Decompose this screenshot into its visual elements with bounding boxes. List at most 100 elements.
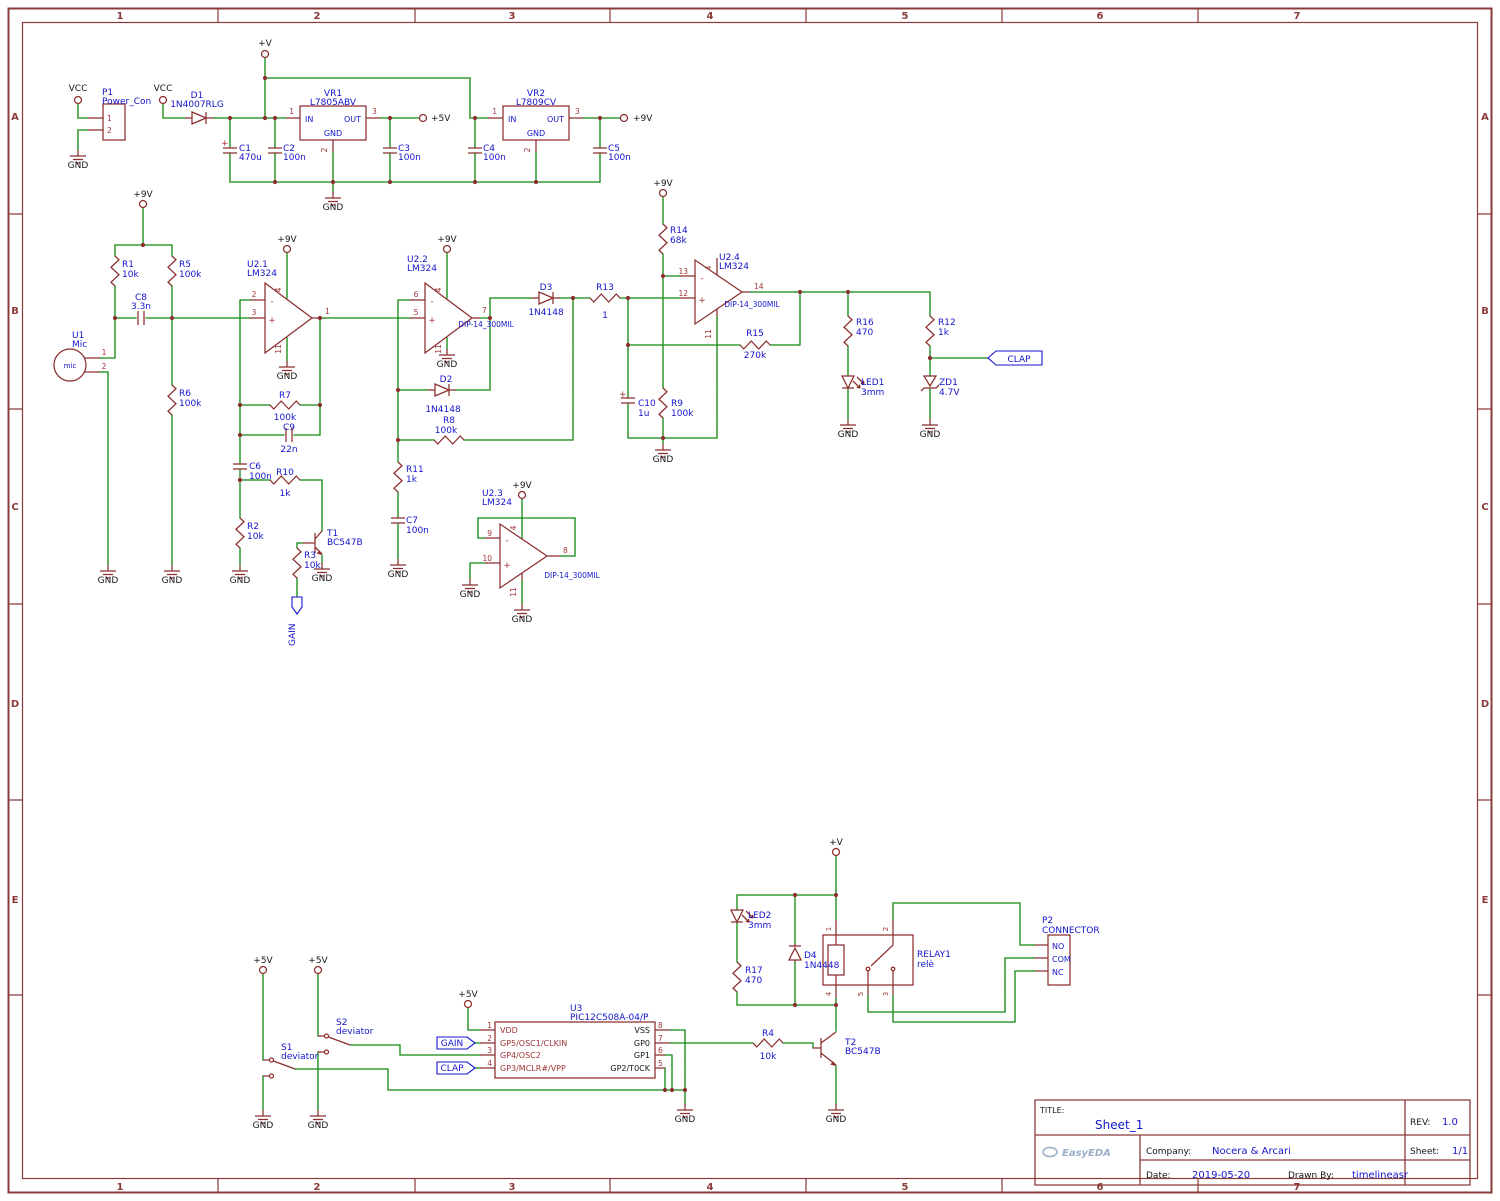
pin-number: 1 bbox=[487, 1021, 492, 1030]
r5-ref: R5 bbox=[179, 260, 191, 270]
frame-row-label: A bbox=[1481, 112, 1489, 123]
c7-value: 100n bbox=[406, 526, 429, 536]
t1-value: BC547B bbox=[327, 538, 363, 548]
net-label-vcc: VCC bbox=[69, 84, 88, 94]
c8-ref: C8 bbox=[135, 293, 147, 303]
p2-pin-no: NO bbox=[1052, 942, 1064, 951]
u1-value: Mic bbox=[72, 340, 87, 350]
u3-pin-name: GP3/MCLR#/VPP bbox=[500, 1064, 566, 1073]
easyeda-logo: EasyEDA bbox=[1062, 1148, 1111, 1159]
frame-col-label: 4 bbox=[707, 11, 714, 22]
pin-number: 1 bbox=[825, 927, 833, 931]
c9-value: 22n bbox=[280, 445, 297, 455]
c5-value: 100n bbox=[608, 153, 631, 163]
sheet-value: 1/1 bbox=[1452, 1146, 1468, 1157]
c1-value: 470u bbox=[239, 153, 262, 163]
pin-number: 8 bbox=[563, 546, 568, 555]
net-label-9v: +9V bbox=[633, 114, 653, 124]
frame-col-label: 5 bbox=[902, 11, 909, 22]
zener-zd1 bbox=[920, 375, 940, 392]
frame-col-label: 7 bbox=[1294, 1182, 1301, 1193]
c10-ref: C10 bbox=[638, 399, 656, 409]
d4-value: 1N4448 bbox=[804, 961, 840, 971]
u3-pin-name: GP4/OSC2 bbox=[500, 1051, 541, 1060]
u22-package: DIP-14_300MIL bbox=[458, 320, 514, 329]
diode-d2 bbox=[427, 383, 457, 397]
pin-number: 2 bbox=[252, 290, 257, 299]
u3-value: PIC12C508A-04/P bbox=[570, 1013, 649, 1023]
gnd-label: GND bbox=[460, 590, 481, 600]
pin-number: 2 bbox=[102, 362, 107, 371]
pin-number: 13 bbox=[678, 267, 688, 276]
net-label-9v: +9V bbox=[277, 235, 297, 245]
s1-ref: S1 bbox=[281, 1043, 292, 1053]
transistor-t1 bbox=[303, 530, 323, 555]
r6-value: 100k bbox=[179, 399, 202, 409]
frame-row-label: C bbox=[1481, 502, 1488, 513]
pin-number: 11 bbox=[434, 344, 443, 354]
u22-ref: U2.2 bbox=[407, 255, 428, 265]
net-label-plusv: +V bbox=[829, 838, 844, 848]
r1-value: 10k bbox=[122, 270, 139, 280]
gnd-label: GND bbox=[388, 570, 409, 580]
frame-col-label: 7 bbox=[1294, 11, 1301, 22]
opamp-plus: + bbox=[268, 316, 276, 326]
r14-ref: R14 bbox=[670, 226, 688, 236]
p2-value: CONNECTOR bbox=[1042, 926, 1100, 936]
vr1-pin-out: OUT bbox=[344, 115, 361, 124]
r11-ref: R11 bbox=[406, 465, 424, 475]
d3-ref: D3 bbox=[540, 283, 553, 293]
frame-row-label: B bbox=[1481, 306, 1489, 317]
u24-ref: U2.4 bbox=[719, 253, 740, 263]
gain-input-flag bbox=[436, 1036, 476, 1050]
c8-value: 3.3n bbox=[131, 302, 151, 312]
vr2-pin-in: IN bbox=[508, 115, 516, 124]
pin-number: 4 bbox=[509, 525, 518, 530]
opamp-plus: + bbox=[428, 316, 436, 326]
u3-pin-name: VDD bbox=[500, 1026, 518, 1035]
microphone-u1 bbox=[53, 348, 100, 382]
r17-ref: R17 bbox=[745, 966, 763, 976]
pin-number: 8 bbox=[658, 1021, 663, 1030]
pin-number: 4 bbox=[704, 265, 713, 270]
gnd-label: GND bbox=[277, 372, 298, 382]
pin-number: 7 bbox=[658, 1034, 663, 1043]
u3-pin-name: GP0 bbox=[634, 1039, 650, 1048]
zd1-ref: ZD1 bbox=[939, 378, 958, 388]
p1-value: Power_Con bbox=[102, 97, 151, 107]
gnd-label: GND bbox=[323, 203, 344, 213]
r16-ref: R16 bbox=[856, 318, 874, 328]
r14-value: 68k bbox=[670, 236, 687, 246]
diode-d4 bbox=[787, 944, 803, 962]
c1-ref: C1 bbox=[239, 144, 251, 154]
u24-package: DIP-14_300MIL bbox=[724, 300, 780, 309]
r16-value: 470 bbox=[856, 328, 873, 338]
clap-flag-label: CLAP bbox=[1007, 355, 1031, 365]
frame-row-label: E bbox=[1482, 895, 1489, 906]
c2-value: 100n bbox=[283, 153, 306, 163]
pin-number: 12 bbox=[678, 289, 688, 298]
frame-row-label: C bbox=[11, 502, 18, 513]
r15-value: 270k bbox=[744, 351, 767, 361]
pin-number: 2 bbox=[320, 147, 329, 152]
pin-number: 7 bbox=[482, 306, 487, 315]
net-label-9v: +9V bbox=[437, 235, 457, 245]
junction-dots bbox=[112, 75, 933, 1093]
d2-ref: D2 bbox=[440, 375, 453, 385]
led1-value: 3mm bbox=[861, 388, 884, 398]
u3-pin-name: VSS bbox=[634, 1026, 650, 1035]
clap-input-flag bbox=[436, 1061, 476, 1075]
t1-ref: T1 bbox=[326, 529, 338, 539]
gnd-label: GND bbox=[68, 161, 89, 171]
u23-value: LM324 bbox=[482, 498, 512, 508]
gain-output-flag bbox=[291, 596, 303, 615]
pin-number: 2 bbox=[523, 147, 532, 152]
frame-col-label: 6 bbox=[1097, 11, 1104, 22]
r8-ref: R8 bbox=[443, 416, 455, 426]
p2-pin-com: COM bbox=[1052, 955, 1071, 964]
pin-number: 2 bbox=[882, 927, 890, 931]
pin-number: 5 bbox=[857, 992, 865, 996]
r9-ref: R9 bbox=[671, 399, 683, 409]
title-label: TITLE: bbox=[1039, 1106, 1064, 1115]
